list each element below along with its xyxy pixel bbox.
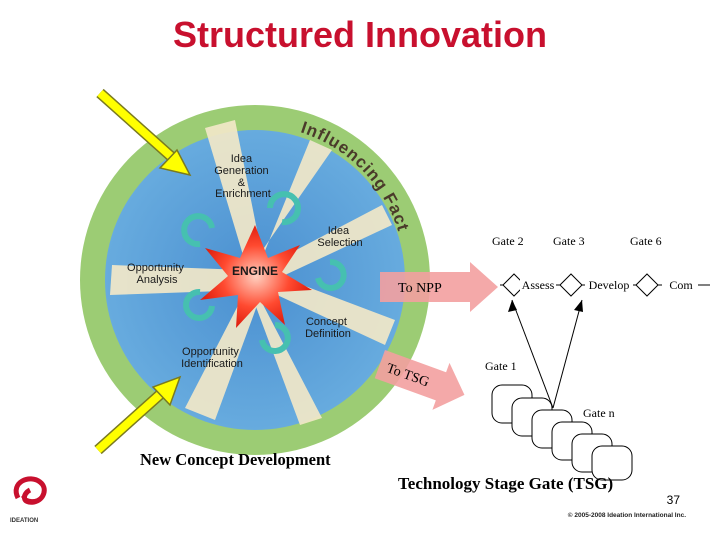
stage-com: Com xyxy=(669,278,693,292)
segment-concept-definition: Concept Definition xyxy=(305,316,351,340)
tsg-caption: Technology Stage Gate (TSG) xyxy=(398,474,613,494)
stage-gate-process: Gate 2 Gate 3 Gate 6 Assess Develop Com … xyxy=(485,234,710,480)
stage-develop: Develop xyxy=(589,278,630,292)
to-tsg-arrow: To TSG xyxy=(371,341,473,419)
svg-text:To NPP: To NPP xyxy=(398,281,442,296)
gate-6-label: Gate 6 xyxy=(630,234,662,248)
gate-3-label: Gate 3 xyxy=(553,234,585,248)
company-logo xyxy=(16,479,45,502)
gate-diamond xyxy=(636,274,658,296)
gate-diamond xyxy=(560,274,582,296)
stage-assess: Assess xyxy=(522,278,555,292)
gate-1-label: Gate 1 xyxy=(485,359,517,373)
copyright: © 2005-2008 Ideation International Inc. xyxy=(0,512,686,519)
page-number: 37 xyxy=(640,493,680,507)
innovation-wheel: ENGINE Influencing Factors Idea Generati… xyxy=(0,0,430,455)
gate-n-label: Gate n xyxy=(583,406,615,420)
segment-opportunity-identification: Opportunity Identification xyxy=(181,346,243,370)
engine-label: ENGINE xyxy=(232,264,278,278)
new-concept-caption: New Concept Development xyxy=(140,450,331,470)
gate-2-label: Gate 2 xyxy=(492,234,524,248)
